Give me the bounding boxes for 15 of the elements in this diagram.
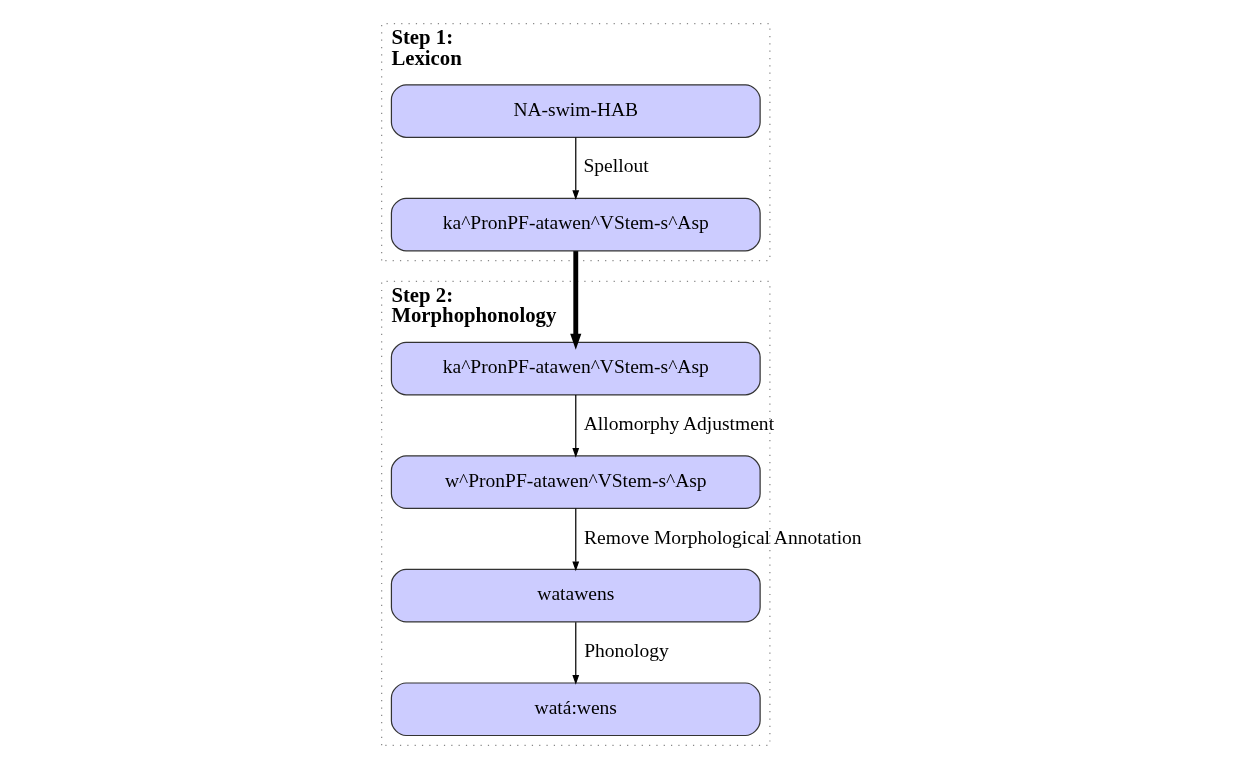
node-box: w^PronPF-atawen^VStem-s^Asp bbox=[390, 454, 761, 509]
node-box: ka^PronPF-atawen^VStem-s^Asp bbox=[390, 197, 761, 251]
arrow bbox=[571, 136, 579, 200]
arrow bbox=[571, 507, 579, 571]
edge-label: Phonology bbox=[583, 639, 669, 661]
node-box: watá:wens bbox=[390, 681, 761, 736]
arrow bbox=[569, 250, 581, 350]
arrow bbox=[571, 393, 579, 458]
node-box: ka^PronPF-atawen^VStem-s^Asp bbox=[390, 341, 761, 395]
arrow bbox=[571, 621, 579, 685]
edge-label: Spellout bbox=[583, 154, 649, 176]
node-box: NA-swim-HAB bbox=[390, 83, 761, 138]
edge-label: Remove Morphological Annotation bbox=[583, 526, 862, 548]
edge-label: Allomorphy Adjustment bbox=[583, 412, 774, 434]
node-box: watawens bbox=[390, 568, 761, 623]
